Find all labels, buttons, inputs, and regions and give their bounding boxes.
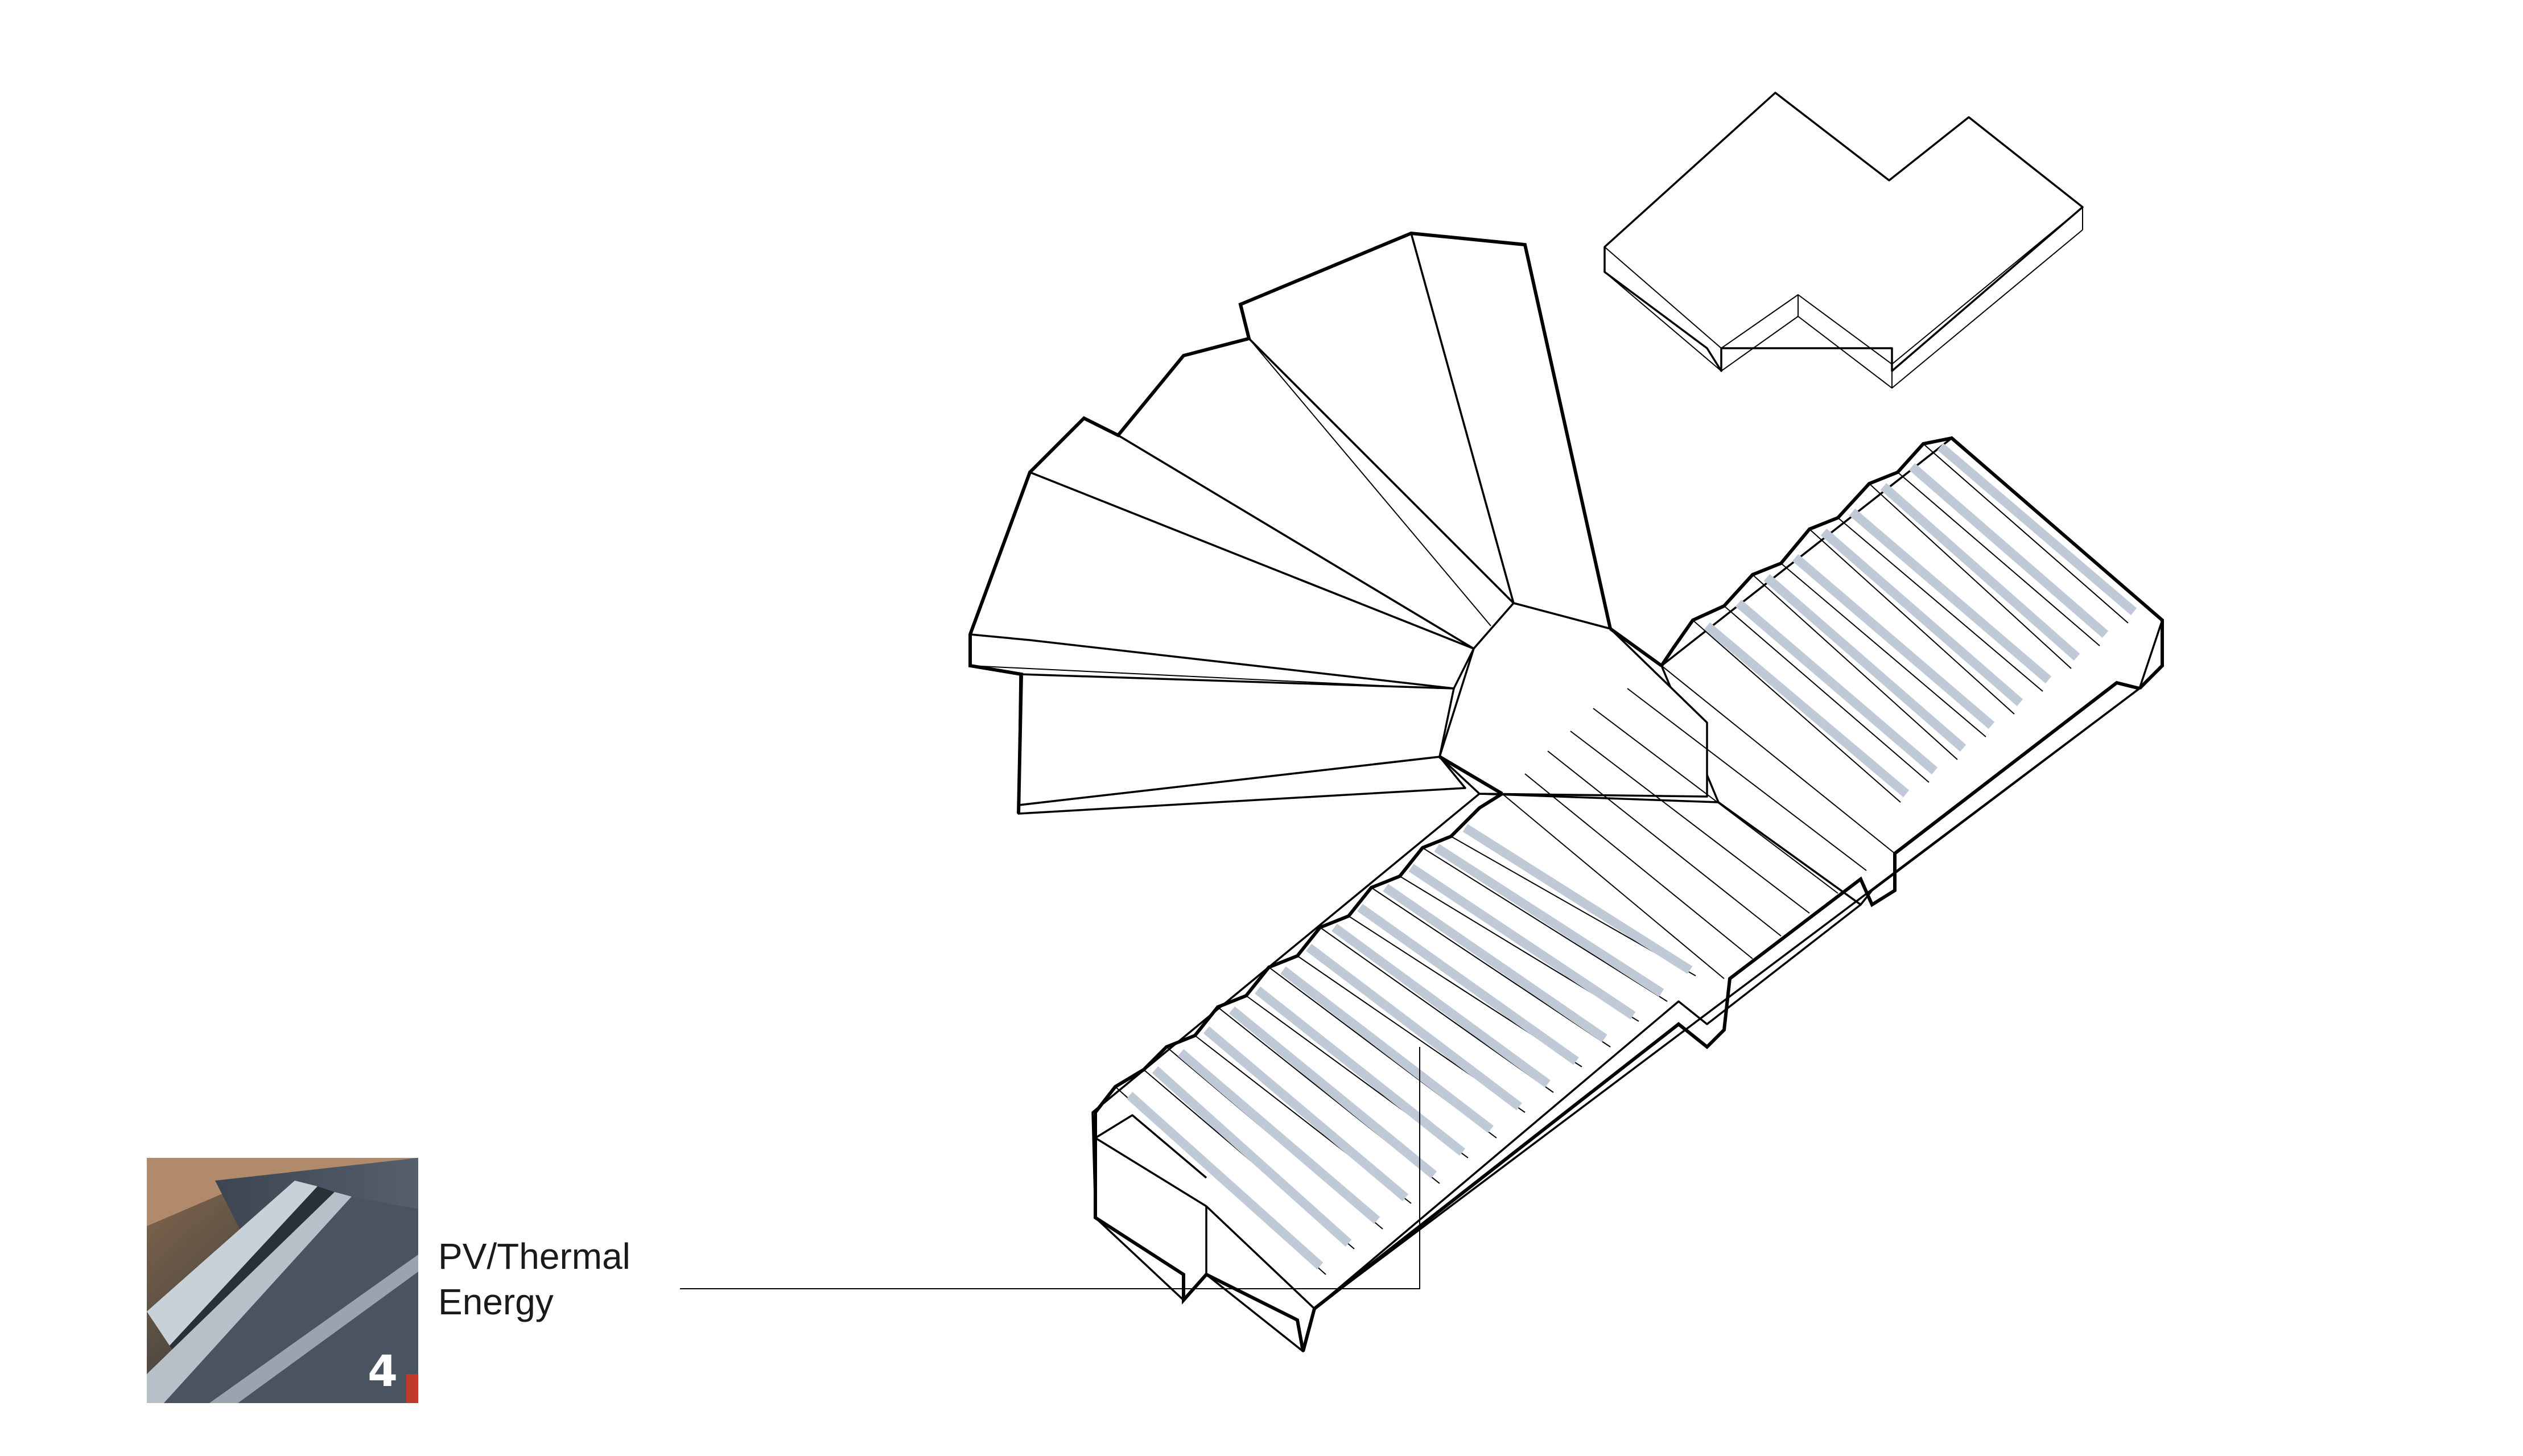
fan-roof xyxy=(968,231,1612,815)
callout-label-line-2: Energy xyxy=(438,1281,554,1322)
roof-ribs-upper xyxy=(1692,443,2129,803)
fan-radial-4 xyxy=(1411,233,1514,604)
fan-base-edge xyxy=(970,665,1440,689)
detached-block-top xyxy=(1603,92,2084,372)
photo-number: 4 xyxy=(368,1346,398,1396)
detached-block-base xyxy=(1604,229,2083,389)
fan-radial-1 xyxy=(1029,472,1474,649)
pv-roof-block xyxy=(680,436,2164,1352)
roof-outline-joint xyxy=(1609,627,1663,667)
callout-label-line-1: PV/Thermal xyxy=(438,1236,630,1277)
roof-outline-step xyxy=(1438,755,1503,795)
callout-leader-line xyxy=(680,1047,1420,1289)
detached-block xyxy=(1603,92,2084,389)
roof-outline-bottom xyxy=(1094,680,2140,1352)
fan-radial-2 xyxy=(1118,435,1474,649)
roof-center-plate xyxy=(1438,602,1708,798)
roof-side-edge xyxy=(1313,687,2141,1310)
roof-ribs-center xyxy=(1502,665,1895,979)
pv-panels-lower xyxy=(1126,824,1693,1269)
roof-end-step xyxy=(1095,1114,1207,1179)
pv-panels-upper xyxy=(1704,443,2137,798)
callout-label: PV/Thermal Energy xyxy=(438,1234,630,1325)
fan-radial-3 xyxy=(1248,338,1491,626)
roof-front-face-2 xyxy=(1205,1205,1316,1310)
pv-panel-photo: 4 xyxy=(147,1158,418,1403)
